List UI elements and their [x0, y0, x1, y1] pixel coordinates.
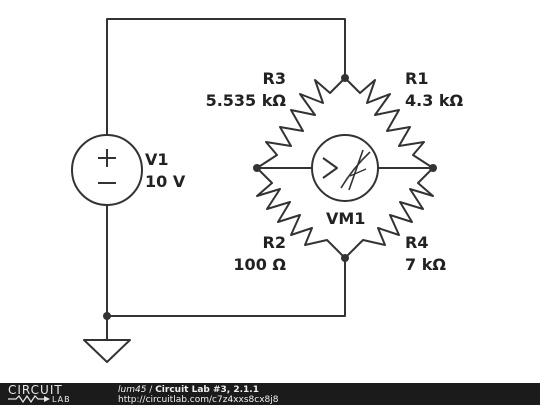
circuitlab-logo-icon [8, 395, 50, 403]
circuitlab-logo-text: CIRCUIT [8, 383, 63, 397]
title-separator: / [146, 385, 156, 395]
voltage-source-icon [71, 134, 143, 206]
r4-value: 7 kΩ [405, 255, 446, 274]
node-ground [103, 312, 111, 320]
voltmeter-icon [311, 134, 379, 202]
r2-value: 100 Ω [233, 255, 286, 274]
v1-name: V1 [145, 150, 169, 169]
r4-name: R4 [405, 233, 429, 252]
wire-bottom [106, 204, 346, 317]
circuit-title: lum45 / Circuit Lab #3, 2.1.1 [118, 385, 259, 395]
resistor-r4 [344, 167, 434, 259]
resistor-r3 [256, 77, 346, 169]
ground-icon [83, 339, 131, 363]
node-left [253, 164, 261, 172]
node-top [341, 74, 349, 82]
wire-top [106, 18, 346, 136]
r3-value: 5.535 kΩ [205, 91, 286, 110]
schematic-canvas [71, 18, 437, 363]
node-bottom [341, 254, 349, 262]
r1-value: 4.3 kΩ [405, 91, 464, 110]
r2-name: R2 [262, 233, 286, 252]
vm1-name: VM1 [326, 209, 366, 228]
circuit-name: Circuit Lab #3, 2.1.1 [155, 385, 259, 395]
v1-value: 10 V [145, 172, 186, 191]
resistor-r1 [344, 77, 434, 169]
circuit-url-link[interactable]: http://circuitlab.com/c7z4xxs8cx8j8 [118, 395, 279, 405]
author-link[interactable]: lum45 [118, 385, 147, 395]
r1-name: R1 [405, 69, 429, 88]
node-right [429, 164, 437, 172]
r3-name: R3 [262, 69, 286, 88]
footer-bar: CIRCUIT LAB lum45 / Circuit Lab #3, 2.1.… [0, 383, 540, 405]
resistor-r2 [256, 167, 346, 259]
circuitlab-logo-lab: LAB [52, 395, 71, 404]
